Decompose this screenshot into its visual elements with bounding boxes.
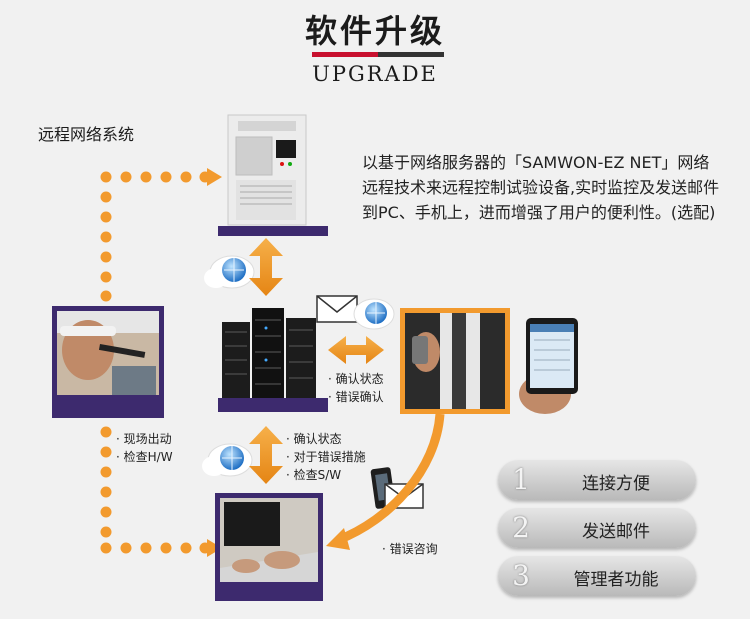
server-phone-label-2: · 错误确认 [328, 390, 384, 404]
feature-label-3: 管理者功能 [573, 570, 659, 590]
arrow-server-laptop [249, 426, 283, 484]
test-chamber-image [218, 114, 328, 236]
onsite-labels: · 现场出动 · 检查H/W [116, 430, 173, 466]
globe-cloud-icon-bottom [202, 443, 253, 477]
feature-pill-3: 3 管理者功能 [498, 556, 696, 596]
server-phone-label-1: · 确认状态 [328, 372, 384, 386]
globe-cloud-icon-right [353, 298, 395, 330]
technician-photo [52, 306, 164, 418]
feature-label-1: 连接方便 [582, 474, 650, 494]
arrow-phone-laptop [326, 413, 445, 550]
feature-pill-2: 2 发送邮件 [498, 508, 696, 548]
server-pc-labels: · 确认状态 · 对于错误措施 · 检查S/W [286, 430, 366, 484]
error-consult-label: · 错误咨询 [382, 542, 438, 556]
server-rack-image [218, 308, 328, 412]
page-subtitle: UPGRADE [312, 62, 438, 86]
arrow-server-phone [328, 336, 384, 364]
tablet-image [519, 318, 578, 414]
title-underline-red [312, 52, 378, 57]
server-phone-labels: · 确认状态 · 错误确认 [328, 370, 384, 406]
description-text: 以基于网络服务器的「SAMWON-EZ NET」网络远程技术来远程控制试验设备,… [362, 153, 720, 222]
laptop-photo [215, 493, 323, 601]
feature-label-2: 发送邮件 [582, 522, 650, 542]
server-pc-label-3: · 检查S/W [286, 468, 342, 482]
onsite-label-2: · 检查H/W [116, 450, 173, 464]
arrow-chamber-server [249, 238, 283, 296]
server-pc-label-1: · 确认状态 [286, 432, 342, 446]
globe-cloud-icon-top [204, 255, 255, 289]
dotted-connection-path [100, 171, 211, 554]
envelope-icon-top [316, 295, 358, 323]
feature-number-1: 1 [512, 463, 530, 496]
feature-number-3: 3 [512, 559, 530, 592]
phone-user-photo [400, 308, 510, 414]
page-title: 软件升级 [304, 12, 445, 50]
server-pc-label-2: · 对于错误措施 [286, 450, 366, 464]
feature-pill-1: 1 连接方便 [498, 460, 696, 500]
feature-number-2: 2 [512, 511, 530, 544]
section-title: 远程网络系统 [38, 125, 135, 144]
title-underline-dark [378, 52, 444, 57]
onsite-label-1: · 现场出动 [116, 432, 172, 446]
